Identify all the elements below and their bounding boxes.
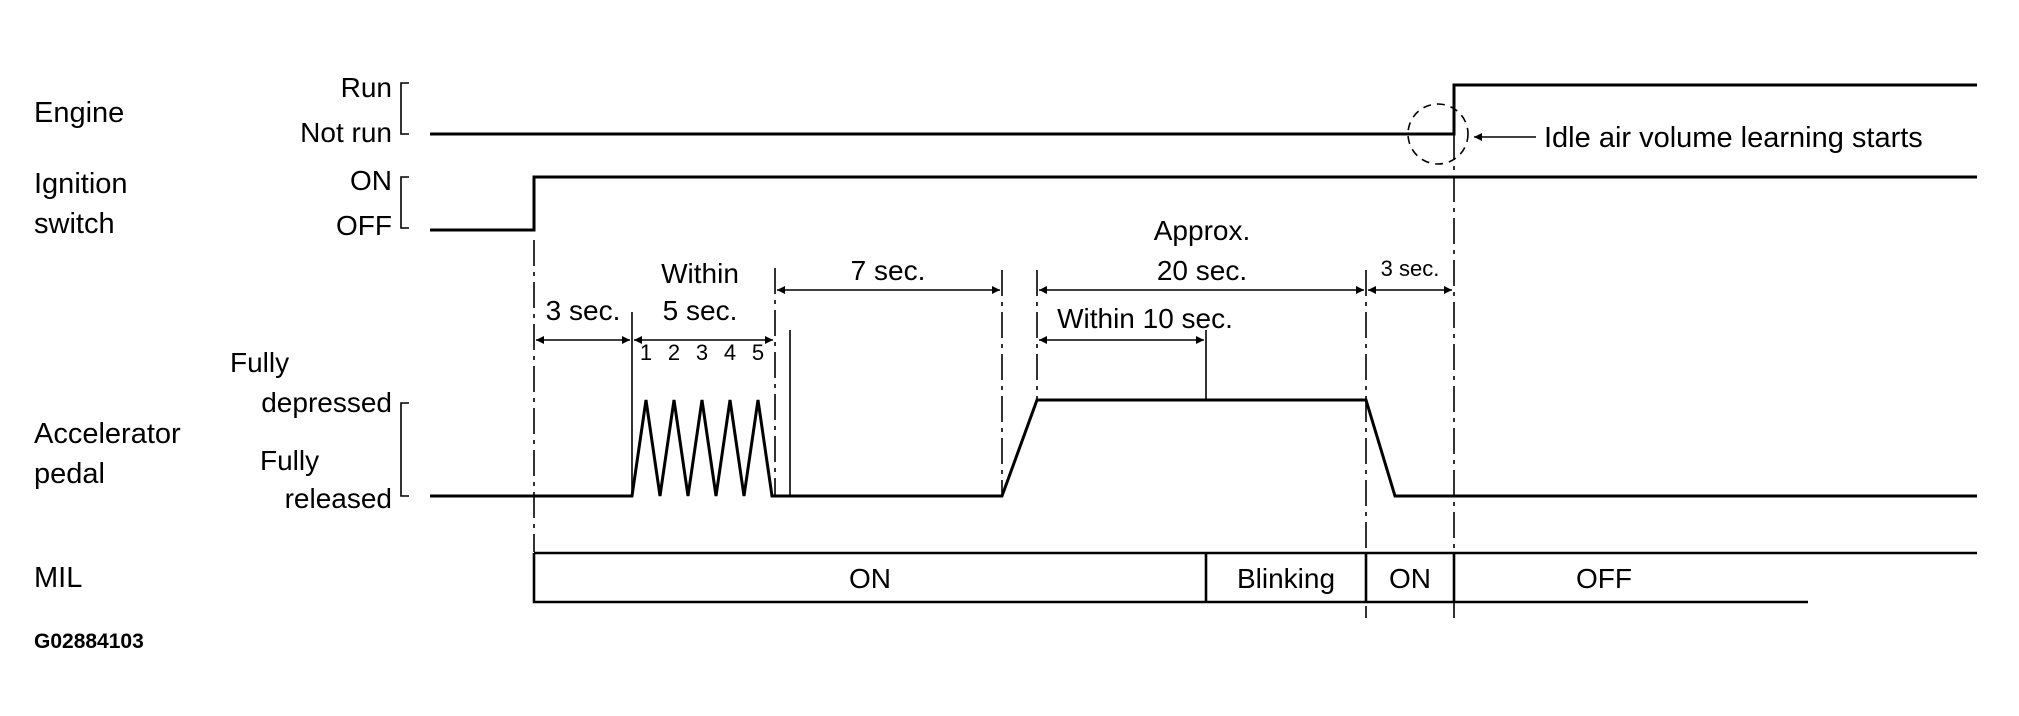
timing-label-5sec: 5 sec. bbox=[663, 295, 738, 326]
fully-released-label-line2: released bbox=[285, 483, 392, 514]
mil-state-off: OFF bbox=[1576, 563, 1632, 594]
accelerator-row-label-line2: pedal bbox=[34, 458, 105, 490]
timing-label-3sec: 3 sec. bbox=[546, 295, 621, 326]
fully-released-label-line1: Fully bbox=[260, 445, 319, 476]
ignition-signal bbox=[430, 175, 1977, 232]
ignition-off-label: OFF bbox=[336, 210, 392, 241]
press-count-3: 3 bbox=[696, 340, 708, 365]
timing-label-within: Within bbox=[661, 258, 739, 289]
ignition-row-label-line2: switch bbox=[34, 208, 115, 240]
timing-label-3sec-final: 3 sec. bbox=[1381, 256, 1440, 281]
mil-state-on-second: ON bbox=[1389, 563, 1431, 594]
timing-label-20sec: 20 sec. bbox=[1157, 255, 1247, 286]
press-count-2: 2 bbox=[668, 340, 680, 365]
ignition-bracket bbox=[400, 176, 409, 229]
engine-not-run-label: Not run bbox=[300, 117, 392, 148]
mil-row-label: MIL bbox=[34, 562, 82, 594]
mil-state-on: ON bbox=[849, 563, 891, 594]
accelerator-row-label-line1: Accelerator bbox=[34, 418, 181, 450]
press-count-1: 1 bbox=[640, 340, 652, 365]
accelerator-bracket bbox=[400, 402, 409, 497]
timing-label-approx: Approx. bbox=[1154, 215, 1251, 246]
ignition-row-label-line1: Ignition bbox=[34, 168, 128, 200]
timing-label-7sec: 7 sec. bbox=[851, 255, 926, 286]
timing-label-within-10sec: Within 10 sec. bbox=[1057, 303, 1233, 334]
press-count-5: 5 bbox=[752, 340, 764, 365]
accelerator-signal bbox=[430, 398, 1977, 498]
fully-depressed-label-line1: Fully bbox=[230, 347, 289, 378]
engine-row-label: Engine bbox=[34, 97, 124, 129]
press-count-4: 4 bbox=[724, 340, 736, 365]
learning-start-marker-circle bbox=[1407, 103, 1469, 165]
fully-depressed-label-line2: depressed bbox=[261, 387, 392, 418]
engine-run-label: Run bbox=[341, 72, 392, 103]
mil-state-blinking: Blinking bbox=[1237, 563, 1335, 594]
figure-id: G02884103 bbox=[34, 630, 144, 653]
annotation-learning-starts: Idle air volume learning starts bbox=[1544, 122, 1923, 154]
ignition-on-label: ON bbox=[350, 165, 392, 196]
engine-bracket bbox=[400, 82, 409, 135]
mil-frame bbox=[532, 551, 1977, 604]
